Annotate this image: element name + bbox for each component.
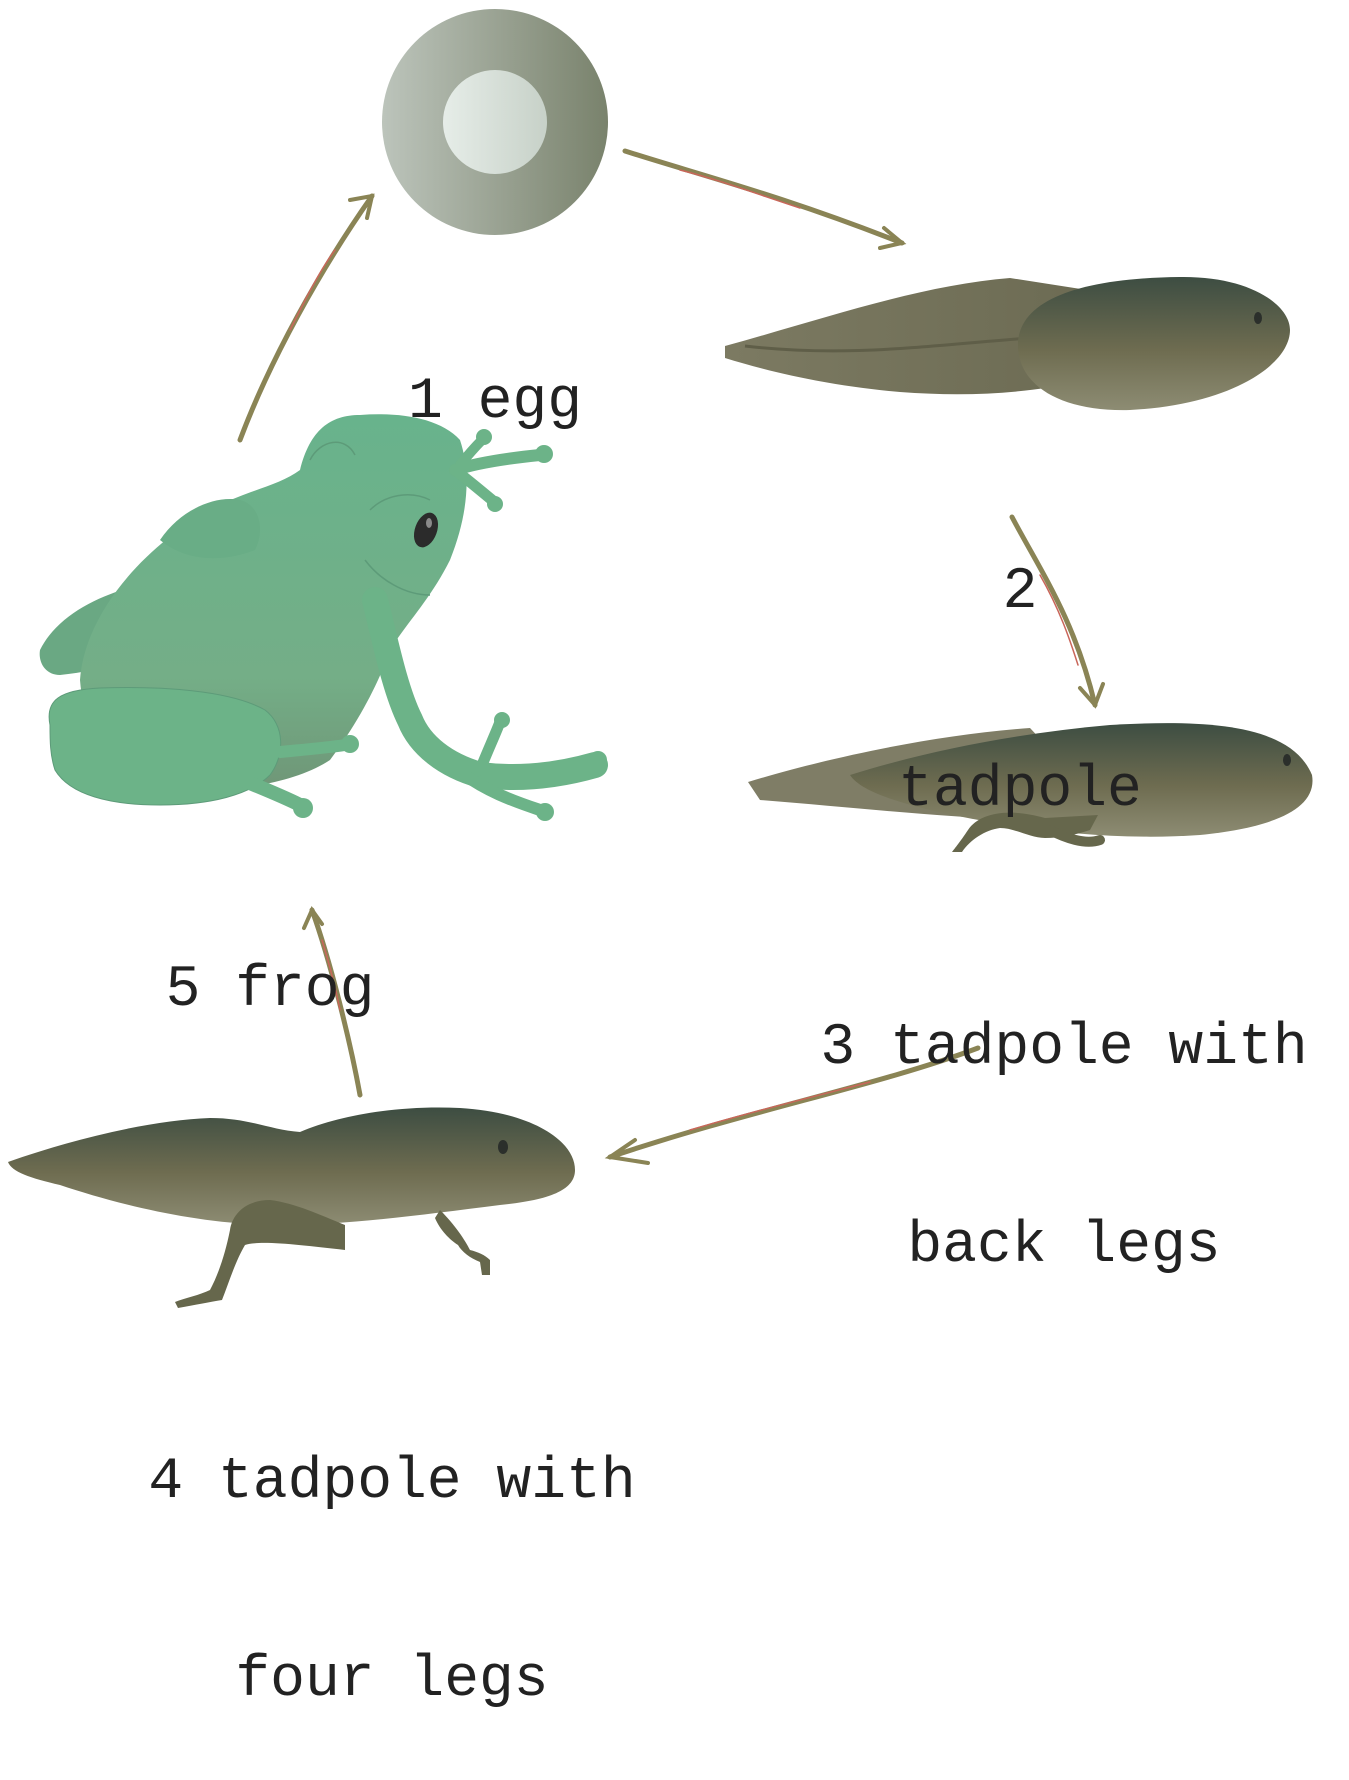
- stage-label-line: 3 tadpole with: [790, 1016, 1338, 1082]
- stage-label-line: four legs: [118, 1648, 666, 1714]
- stage-label-tadpole-back-legs: 3 tadpole with back legs: [790, 884, 1338, 1346]
- tadpole-four-legs-icon: [8, 1107, 575, 1308]
- stage-label-line: 2: [880, 560, 1160, 626]
- stage-label-line: back legs: [790, 1214, 1338, 1280]
- stage-label-line: 4 tadpole with: [118, 1450, 666, 1516]
- stage-label-line: 1 egg: [395, 370, 595, 436]
- stage-label-tadpole-four-legs: 4 tadpole with four legs: [118, 1318, 666, 1780]
- stage-label-tadpole: 2 tadpole: [880, 428, 1160, 890]
- stage-label-line: 5 frog: [150, 958, 390, 1024]
- stage-label-frog: 5 frog: [150, 826, 390, 1090]
- arrow-frog-to-egg: [240, 196, 372, 440]
- stage-label-line: tadpole: [880, 758, 1160, 824]
- stage-label-egg: 1 egg: [395, 238, 595, 502]
- egg-icon: [382, 9, 608, 235]
- tadpole-icon: [725, 277, 1290, 410]
- arrow-egg-to-tadpole: [625, 151, 902, 248]
